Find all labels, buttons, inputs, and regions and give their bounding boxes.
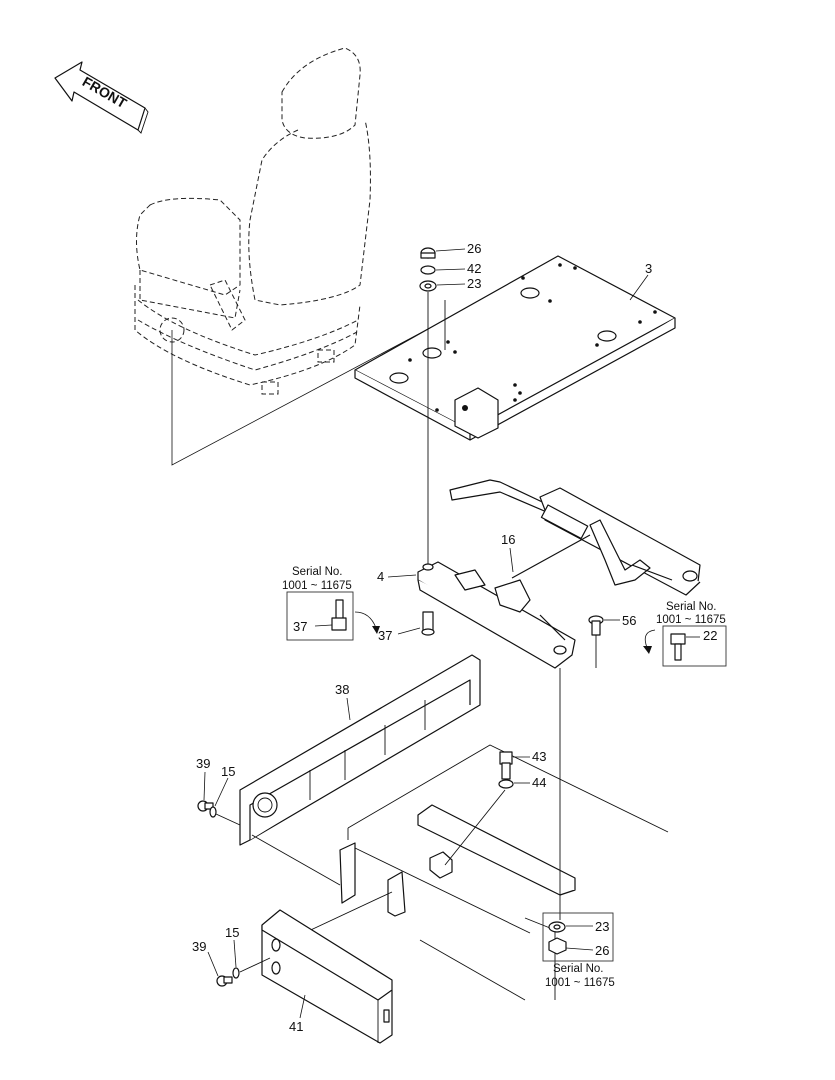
screw-39-lower [216,975,233,987]
seat-slide-rail-with-lever [449,479,701,596]
seat-mount-plate [354,255,676,441]
part-label-39-lower: 39 [192,939,206,954]
serial-range-left: 1001 ~ 11675 [282,580,352,592]
bolt-56 [588,615,604,636]
lower-slide-rail [417,561,576,669]
part-label-38: 38 [335,682,349,697]
seat-to-plate-leader [171,319,446,466]
serial-range-right: 1001 ~ 11675 [656,614,726,626]
side-cover-38 [239,654,481,846]
serial-range-bottom: 1001 ~ 11675 [545,977,615,989]
lower-hardware-box: Serial No. 1001 ~ 11675 [542,912,615,989]
part-label-37: 37 [378,628,392,643]
part-label-44: 44 [532,775,546,790]
part-label-22: 22 [703,628,717,643]
washer-15-lower [232,967,240,979]
serial-label-right: Serial No. [666,601,717,613]
part-label-37-box: 37 [293,619,307,634]
link-wire [511,534,591,579]
front-cover-41 [261,909,393,1044]
part-label-41: 41 [289,1019,303,1034]
bolt-37 [421,611,435,636]
part-label-56: 56 [622,613,636,628]
washer-23-top [419,280,437,292]
washer-44 [498,779,514,789]
serial-label-bottom: Serial No. [553,963,604,975]
screw-39-upper [197,800,214,812]
serial-label-left: Serial No. [292,566,343,578]
operator-seat [134,47,371,395]
part-label-43: 43 [532,749,546,764]
washer-15-upper [209,806,217,818]
front-arrow-icon: FRONT [54,61,149,134]
part-label-15-upper: 15 [221,764,235,779]
part-label-23-top: 23 [467,276,481,291]
part-label-39-upper: 39 [196,756,210,771]
bolt-43 [499,751,513,780]
part-label-3: 3 [645,261,652,276]
part-label-42: 42 [467,261,481,276]
part-label-4: 4 [377,569,384,584]
nut-26-top [420,247,436,259]
part-label-26-bottom: 26 [595,943,609,958]
part-label-16: 16 [501,532,515,547]
lock-washer-42 [420,265,436,275]
part-label-26-top: 26 [467,241,481,256]
serial-note-left: Serial No. 1001 ~ 11675 [282,566,380,641]
part-label-15-lower: 15 [225,925,239,940]
serial-note-right: Serial No. 1001 ~ 11675 [643,601,727,667]
part-label-23-bottom: 23 [595,919,609,934]
frame-floor [339,744,669,1001]
